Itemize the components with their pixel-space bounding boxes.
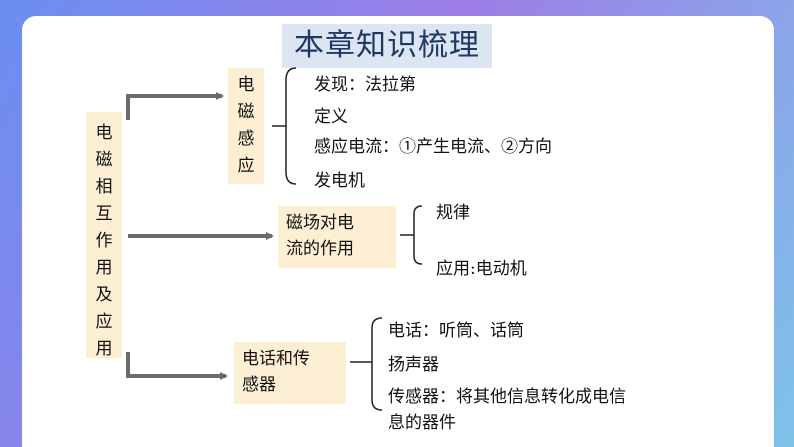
root-char: 应 xyxy=(95,312,113,332)
branch-line: 感器 xyxy=(242,375,276,395)
page-title: 本章知识梳理 xyxy=(282,24,492,68)
induction-item-current: 感应电流：①产生电流、②方向 xyxy=(314,137,552,157)
sensor-line: 息的器件 xyxy=(388,413,456,433)
bracket-induction xyxy=(285,67,297,185)
branch-line: 电话和传 xyxy=(242,349,310,369)
branch-char: 磁 xyxy=(237,102,255,122)
telephone-item-speaker: 扬声器 xyxy=(388,355,439,375)
bracket-telephone xyxy=(371,317,383,411)
sensor-line: 传感器：将其他信息转化成电信 xyxy=(388,387,626,407)
telephone-item-sensor: 传感器：将其他信息转化成电信 息的器件 xyxy=(388,384,626,436)
branch-char: 电 xyxy=(237,75,255,95)
root-char: 用 xyxy=(95,258,113,278)
branch-induction-box: 电 磁 感 应 xyxy=(228,68,264,184)
arrow-to-telephone xyxy=(126,352,228,380)
branch-char: 应 xyxy=(237,156,255,176)
root-char: 及 xyxy=(95,285,113,305)
item-brackets xyxy=(272,67,423,411)
branch-line: 磁场对电 xyxy=(286,213,354,233)
root-topic-box: 电 磁 相 互 作 用 及 应 用 xyxy=(86,112,122,359)
bracket-force xyxy=(413,205,423,265)
root-arrows xyxy=(126,92,274,380)
root-char: 互 xyxy=(95,204,113,224)
root-char: 用 xyxy=(95,339,113,359)
telephone-item-phone: 电话：听筒、话筒 xyxy=(388,321,524,341)
induction-item-definition: 定义 xyxy=(314,107,348,127)
branch-char: 感 xyxy=(237,129,255,149)
root-char: 相 xyxy=(95,177,113,197)
force-item-motor: 应用:电动机 xyxy=(436,259,527,279)
induction-item-generator: 发电机 xyxy=(314,171,365,191)
arrow-to-induction xyxy=(126,92,224,120)
branch-line: 流的作用 xyxy=(286,239,354,259)
branch-force-box: 磁场对电 流的作用 xyxy=(278,206,396,268)
induction-item-discovery: 发现：法拉第 xyxy=(314,75,416,95)
root-char: 磁 xyxy=(95,150,113,170)
branch-telephone-box: 电话和传 感器 xyxy=(234,342,346,404)
root-char: 电 xyxy=(95,123,113,143)
root-char: 作 xyxy=(95,231,113,251)
force-item-law: 规律 xyxy=(436,203,470,223)
